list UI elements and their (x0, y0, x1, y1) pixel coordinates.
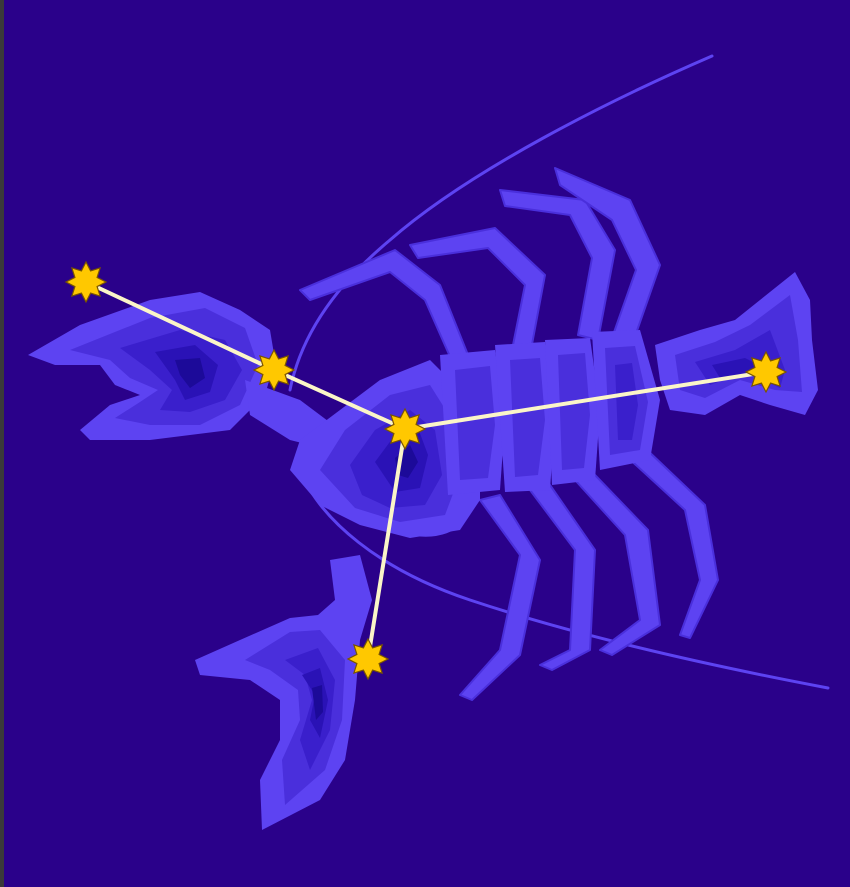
star-tail (746, 352, 786, 392)
star-claw-tip (66, 262, 106, 302)
star-claw-joint (254, 350, 294, 390)
star-lower-claw (348, 639, 388, 679)
star-center (385, 409, 425, 449)
left-edge-shade (0, 0, 4, 887)
